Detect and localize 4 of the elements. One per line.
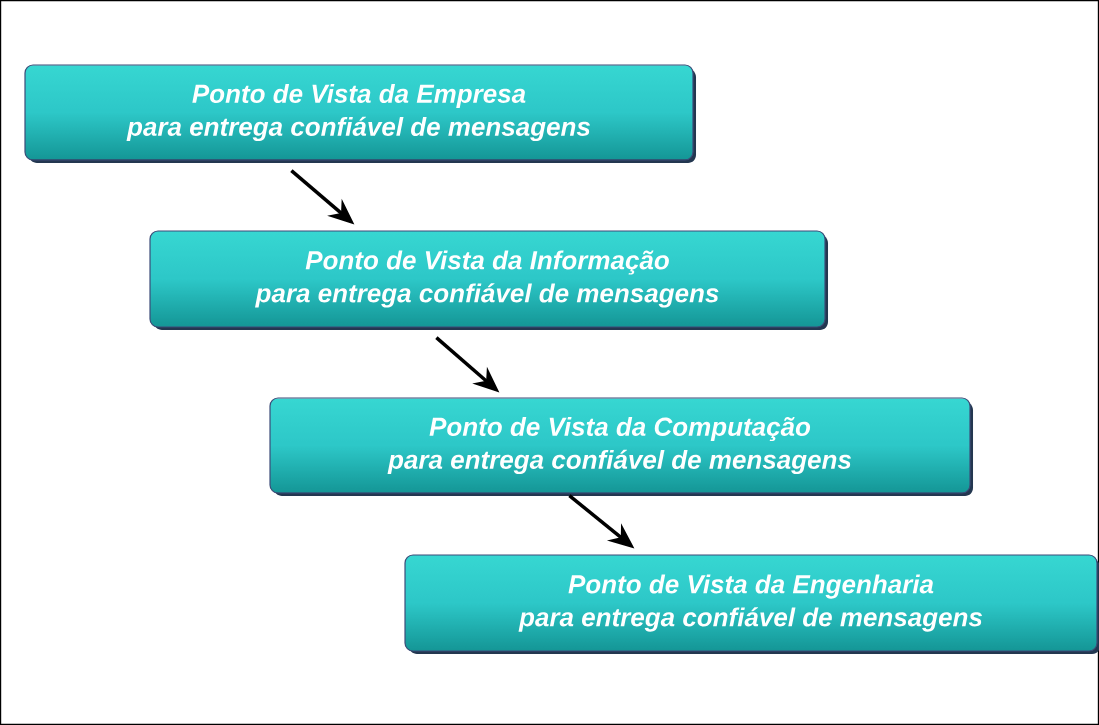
process-box: Ponto de Vista da Computação para entrega confiável de mensagens [269,397,973,496]
process-box: Ponto de Vista da Empresa para entrega confiável de mensagens [24,64,696,163]
process-box: Ponto de Vista da Engenharia para entrega confiável de mensagens [404,554,1099,654]
process-box: Ponto de Vista da Informação para entrega confiável de mensagens [149,230,828,330]
